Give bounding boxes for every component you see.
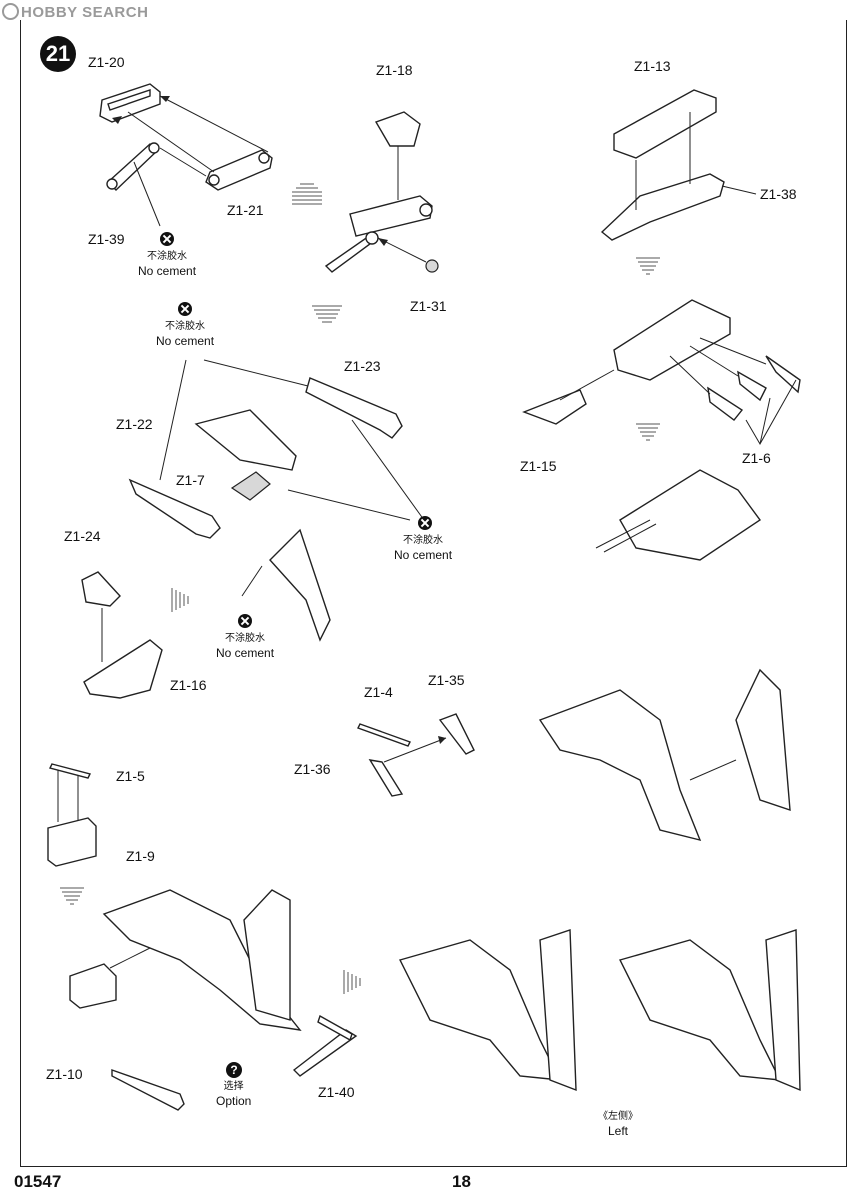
bucket-arm-drawing <box>269 528 331 642</box>
trigger-assembly-drawing <box>613 299 731 381</box>
part-z1-22-drawing <box>128 478 221 539</box>
hatched-arrow-icon <box>60 183 660 994</box>
label-z1-20: Z1-20 <box>88 54 125 70</box>
no-cement-cn: 不涂胶水 <box>225 633 266 644</box>
part-z1-24-drawing <box>81 571 121 607</box>
part-z1-10-drawing <box>111 1069 185 1111</box>
part-z1-6-drawing-a <box>765 355 801 394</box>
no-cement-cn: 不涂胶水 <box>147 251 188 262</box>
label-z1-10: Z1-10 <box>46 1066 83 1082</box>
label-z1-35: Z1-35 <box>428 672 465 688</box>
no-cement-icon <box>238 614 252 628</box>
page-number: 18 <box>452 1172 471 1191</box>
option-cn: 选择 <box>223 1081 244 1092</box>
label-z1-36: Z1-36 <box>294 761 331 777</box>
part-z1-38-drawing <box>600 173 725 241</box>
part-z1-16-drawing <box>83 639 163 699</box>
label-z1-7: Z1-7 <box>176 472 205 488</box>
left-view-b-bucket <box>765 929 801 1092</box>
part-z1-4-drawing <box>357 723 411 747</box>
no-cement-icon <box>160 232 174 246</box>
left-view-a-bucket <box>539 929 577 1092</box>
no-cement-note-1: 不涂胶水 No cement <box>138 250 196 278</box>
lower-bucket-drawing <box>243 889 291 1021</box>
left-cn: 《左侧》 <box>598 1111 638 1122</box>
kit-number: 01547 <box>14 1172 62 1191</box>
label-z1-24: Z1-24 <box>64 528 101 544</box>
linkage-center-drawing <box>194 409 297 471</box>
part-z1-9-drawing <box>47 817 97 867</box>
question-icon: ? <box>226 1062 242 1078</box>
no-cement-cn: 不涂胶水 <box>165 321 206 332</box>
part-z1-31-drawing <box>425 259 439 273</box>
lower-assembly-drawing <box>102 889 302 1031</box>
z1-18-mount-drawing <box>349 195 433 237</box>
watermark-text: HOBBY SEARCH <box>21 4 149 21</box>
no-cement-en: No cement <box>138 264 197 278</box>
label-z1-16: Z1-16 <box>170 677 207 693</box>
no-cement-note-4: 不涂胶水 No cement <box>216 632 274 660</box>
part-z1-7-drawing <box>230 471 271 501</box>
left-view-b-drawing <box>618 939 782 1081</box>
step-number: 21 <box>40 36 76 72</box>
part-z1-18-drawing <box>374 111 421 147</box>
part-z1-40-drawing <box>292 1029 358 1077</box>
part-z1-21-drawing <box>205 149 273 191</box>
part-z1-36-drawing <box>368 759 404 797</box>
no-cement-cn: 不涂胶水 <box>403 535 444 546</box>
label-z1-9: Z1-9 <box>126 848 155 864</box>
no-cement-icon <box>418 516 432 530</box>
label-z1-5: Z1-5 <box>116 768 145 784</box>
part-z1-13-drawing <box>613 89 717 159</box>
watermark: HOBBY SEARCH <box>2 3 148 21</box>
finished-trigger-drawing <box>619 469 761 561</box>
label-z1-6: Z1-6 <box>742 450 771 466</box>
label-z1-4: Z1-4 <box>364 684 393 700</box>
part-z1-20-drawing <box>99 83 161 123</box>
left-view-a-drawing <box>398 939 562 1081</box>
label-z1-23: Z1-23 <box>344 358 381 374</box>
no-cement-note-3: 不涂胶水 No cement <box>394 534 452 562</box>
label-z1-38: Z1-38 <box>760 186 797 202</box>
part-z1-15-drawing <box>522 389 587 425</box>
bucket-assembly-drawing <box>538 689 702 842</box>
hobby-search-logo-icon <box>2 3 19 20</box>
no-cement-note-2: 不涂胶水 No cement <box>156 320 214 348</box>
option-en: Option <box>216 1094 252 1108</box>
bucket-teeth-drawing <box>735 668 791 811</box>
no-cement-en: No cement <box>394 548 453 562</box>
part-z1-5-drawing <box>48 763 92 779</box>
page-frame <box>20 20 847 1167</box>
label-z1-13: Z1-13 <box>634 58 671 74</box>
label-z1-22: Z1-22 <box>116 416 153 432</box>
left-view-note: 《左侧》 Left <box>598 1110 638 1138</box>
label-z1-40: Z1-40 <box>318 1084 355 1100</box>
label-z1-31: Z1-31 <box>410 298 447 314</box>
no-cement-icon <box>178 302 192 316</box>
label-z1-18: Z1-18 <box>376 62 413 78</box>
option-note: 选择 Option <box>216 1080 251 1108</box>
left-en: Left <box>607 1124 628 1138</box>
no-cement-en: No cement <box>216 646 275 660</box>
label-z1-39: Z1-39 <box>88 231 125 247</box>
part-z1-39-drawing <box>106 142 160 191</box>
part-z1-23-drawing <box>305 377 403 439</box>
label-z1-15: Z1-15 <box>520 458 557 474</box>
part-z1-35-drawing <box>438 713 475 755</box>
label-z1-21: Z1-21 <box>227 202 264 218</box>
lower-z1-9-drawing <box>69 963 117 1009</box>
no-cement-en: No cement <box>156 334 215 348</box>
